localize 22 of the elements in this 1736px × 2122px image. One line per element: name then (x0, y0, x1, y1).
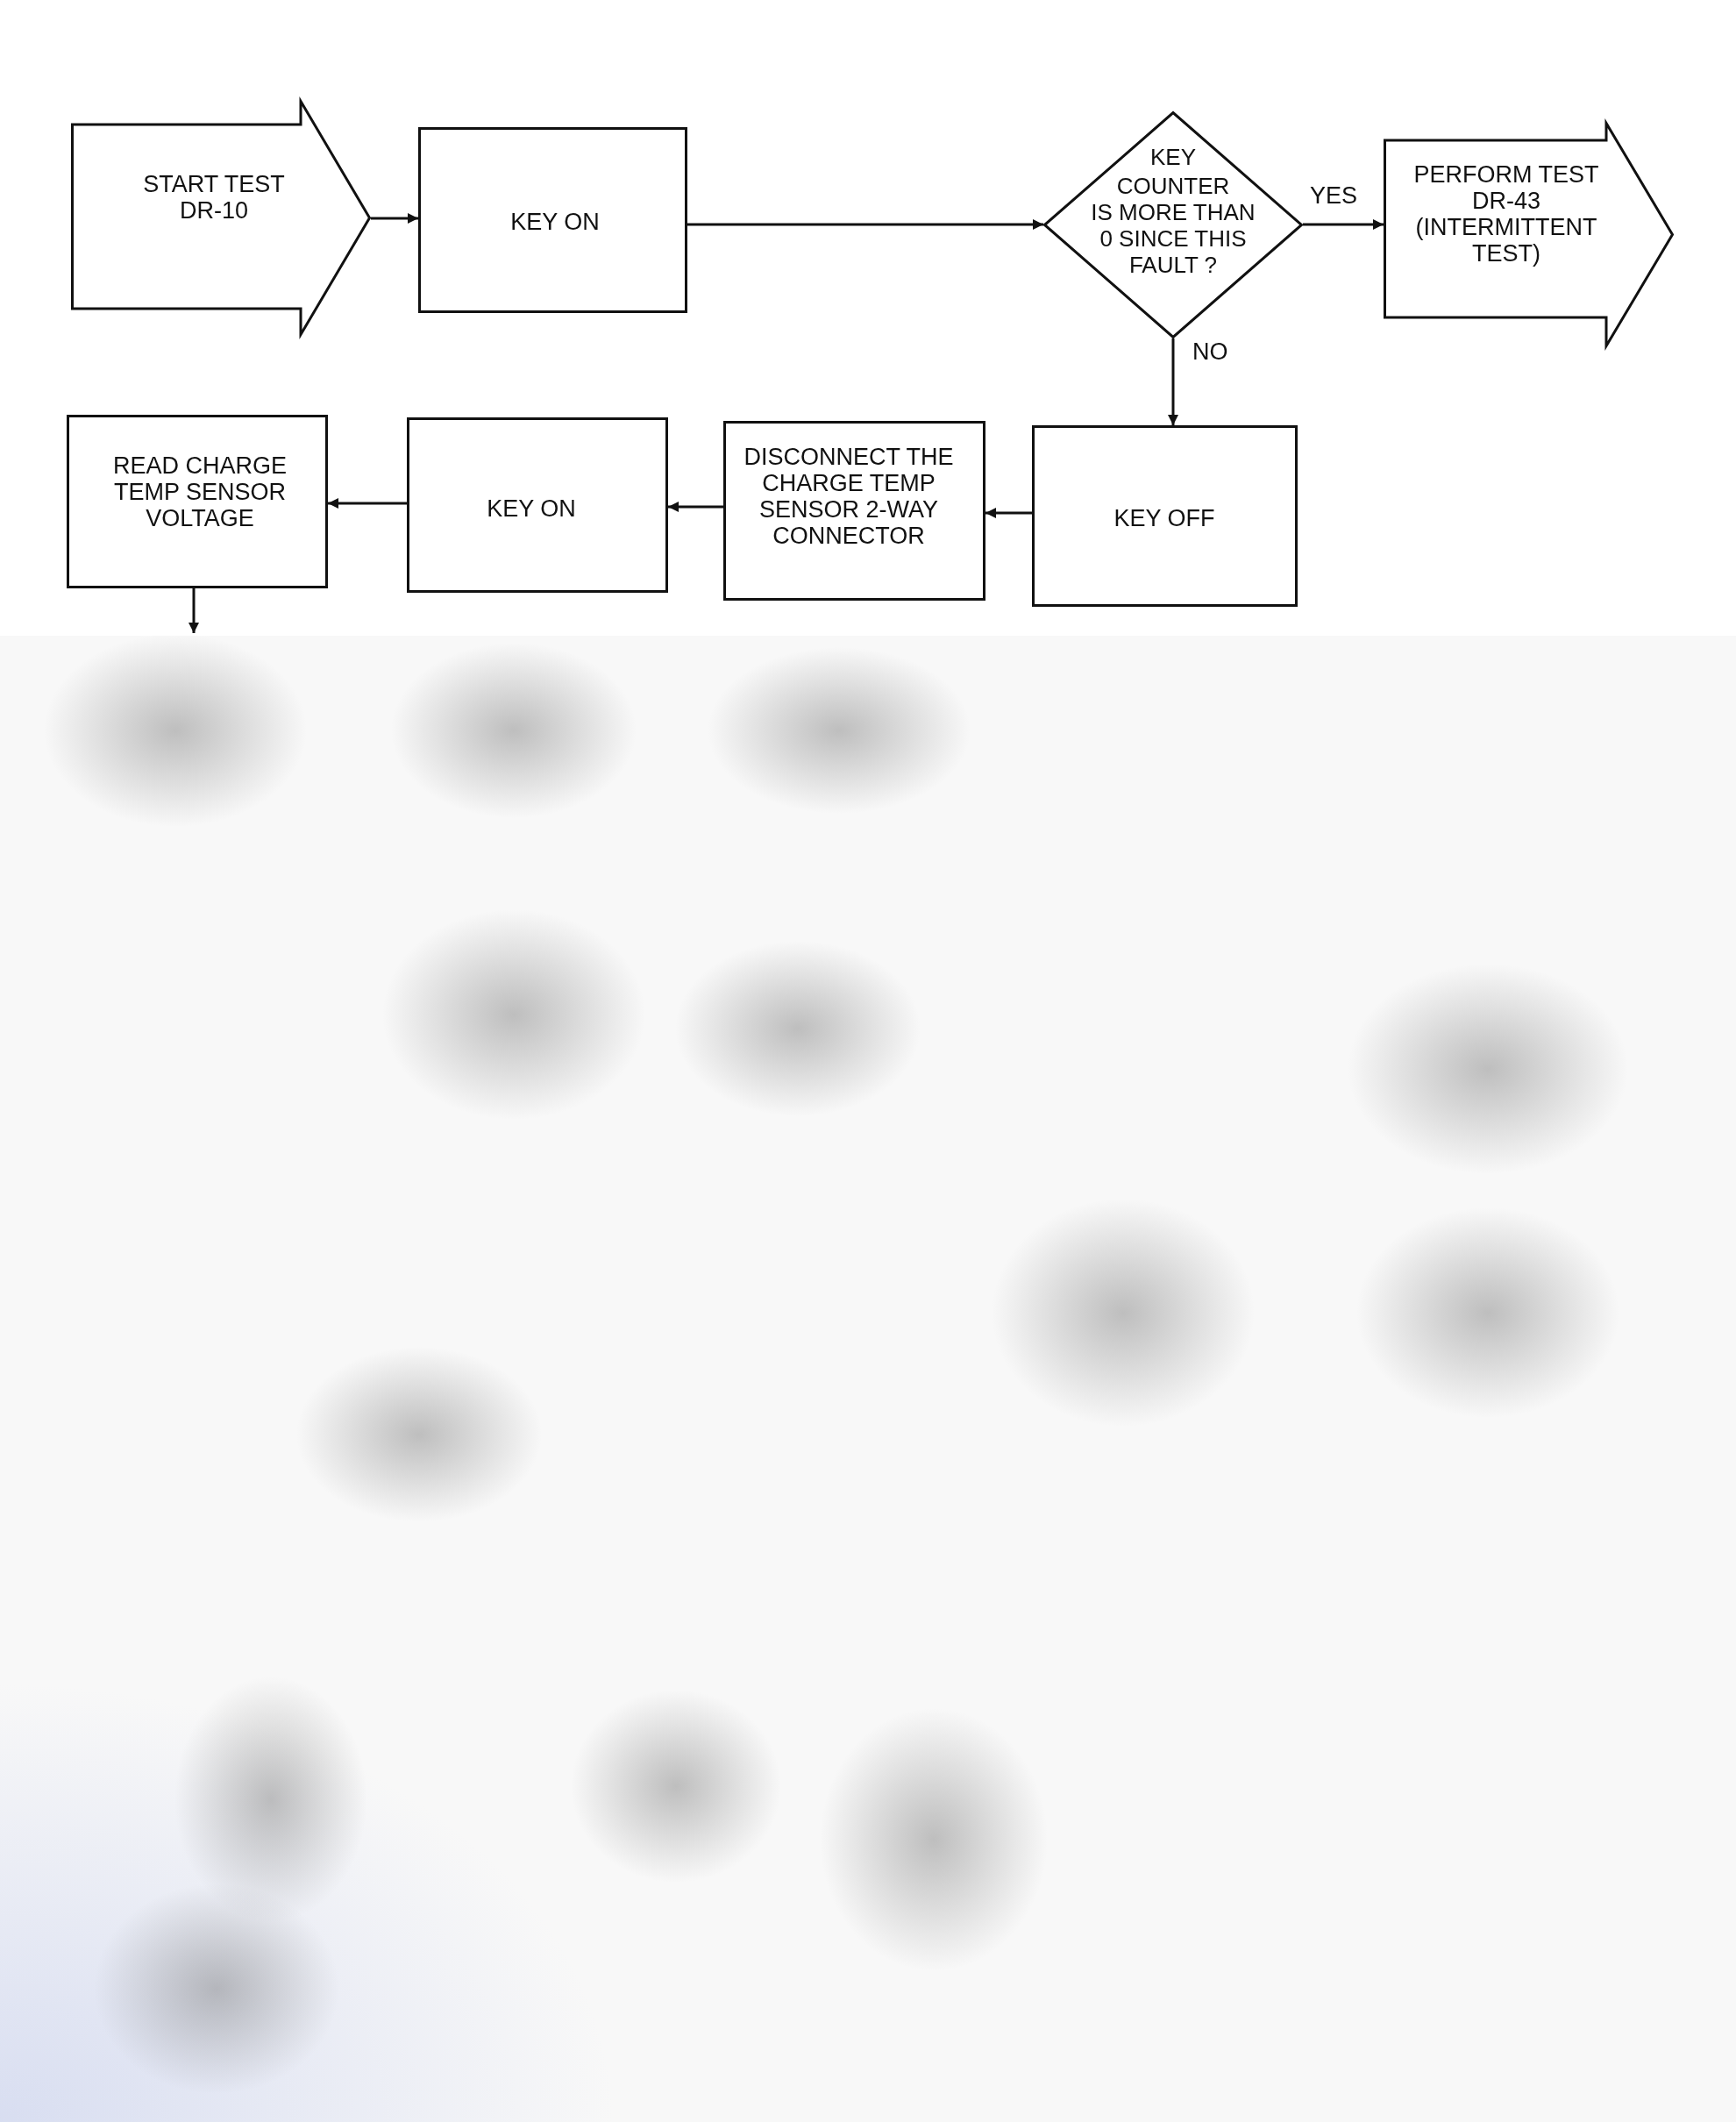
step-text: READ CHARGE TEMP SENSOR VOLTAGE (112, 452, 288, 531)
step-text: START TEST DR-10 (142, 171, 286, 224)
flow-arrow (371, 213, 418, 224)
process-box (418, 127, 687, 313)
step-text: KEY ON (510, 209, 600, 235)
step-text: DISCONNECT THE CHARGE TEMP SENSOR 2-WAY CONNECTOR (743, 444, 955, 549)
process-box (67, 415, 328, 588)
flow-arrow (189, 588, 199, 633)
flow-arrow (1303, 219, 1384, 230)
process-box (407, 417, 668, 593)
step-text: KEY OFF (1113, 505, 1215, 531)
flow-arrow (668, 502, 723, 512)
flow-arrow (328, 498, 407, 509)
step-text: KEY ON (487, 495, 576, 522)
step-text: PERFORM TEST DR-43 (INTERMITTENT TEST) (1412, 161, 1600, 267)
decision-diamond (1043, 111, 1303, 338)
flow-arrow (1168, 338, 1178, 425)
question-text: KEY COUNTER IS MORE THAN 0 SINCE THIS FAULT ? (1091, 144, 1256, 278)
process-box (723, 421, 985, 601)
flow-arrow (985, 508, 1032, 518)
flow-arrow (687, 219, 1043, 230)
process-box (1032, 425, 1298, 607)
